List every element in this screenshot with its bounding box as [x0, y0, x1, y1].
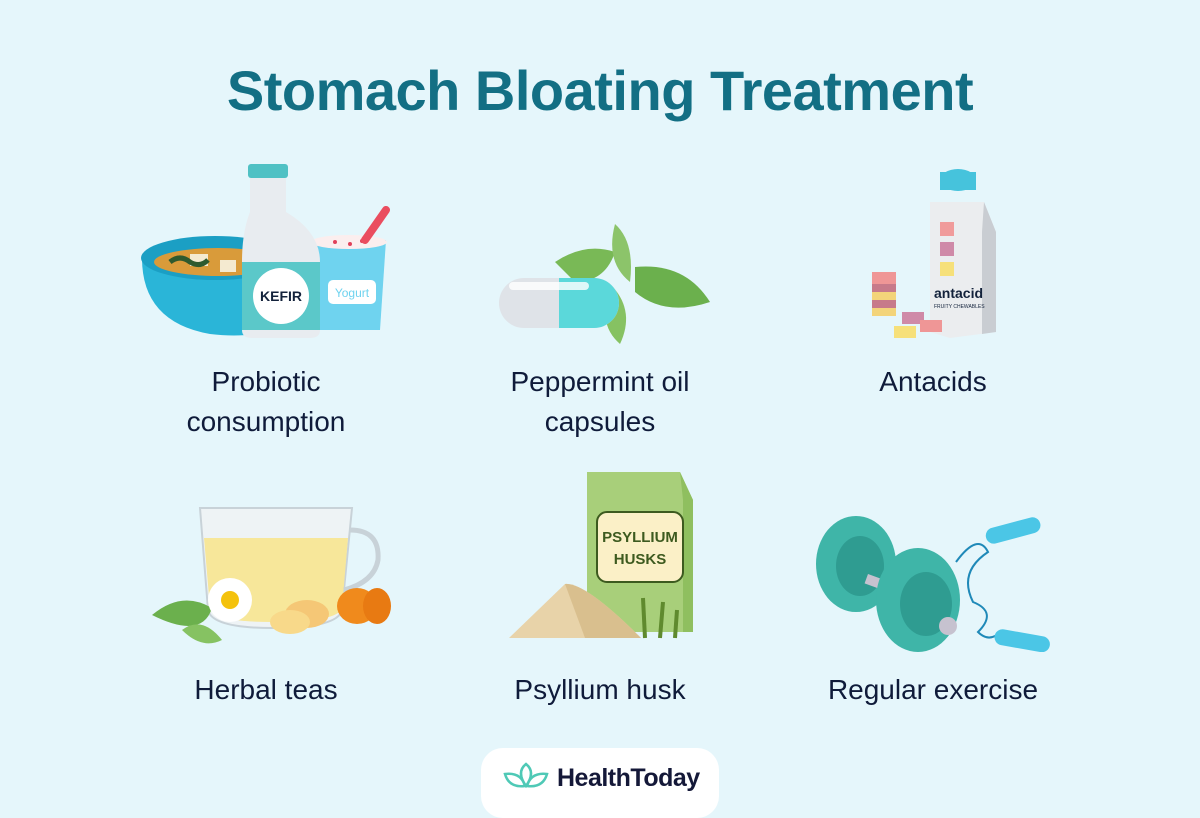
- psyllium-box-line2: HUSKS: [614, 551, 667, 568]
- psyllium-box-icon: PSYLLIUM HUSKS: [509, 472, 693, 639]
- brand-name: HealthToday: [557, 764, 700, 792]
- antacid-subtitle: FRUITY CHEWABLES: [934, 304, 985, 310]
- peppermint-label-line2: capsules: [544, 406, 656, 437]
- exercise-label: Regular exercise: [827, 674, 1039, 705]
- capsule-mint-icon: [499, 224, 710, 344]
- probiotic-label-line1: Probiotic: [211, 366, 321, 397]
- dumbbell-jump-rope-icon: [816, 516, 1050, 652]
- psyllium-box-line1: PSYLLIUM: [602, 529, 678, 546]
- psyllium-label: Psyllium husk: [514, 674, 686, 705]
- herbal-teas-label: Herbal teas: [194, 674, 338, 705]
- antacid-bottle-icon: antacid FRUITY CHEWABLES: [872, 169, 996, 338]
- peppermint-label-line1: Peppermint oil: [510, 366, 690, 397]
- antacids-label: Antacids: [879, 366, 987, 397]
- brand-footer: HealthToday: [481, 748, 719, 818]
- page-title: Stomach Bloating Treatment: [226, 59, 974, 122]
- kefir-yogurt-soup-icon: Yogurt KEFIR: [141, 164, 390, 338]
- lotus-logo-icon: [503, 762, 549, 789]
- antacid-brand: antacid: [934, 285, 983, 301]
- probiotic-label-line2: consumption: [186, 406, 346, 437]
- herbal-tea-cup-icon: [152, 507, 391, 644]
- yogurt-label: Yogurt: [335, 286, 370, 300]
- kefir-label: KEFIR: [260, 288, 302, 304]
